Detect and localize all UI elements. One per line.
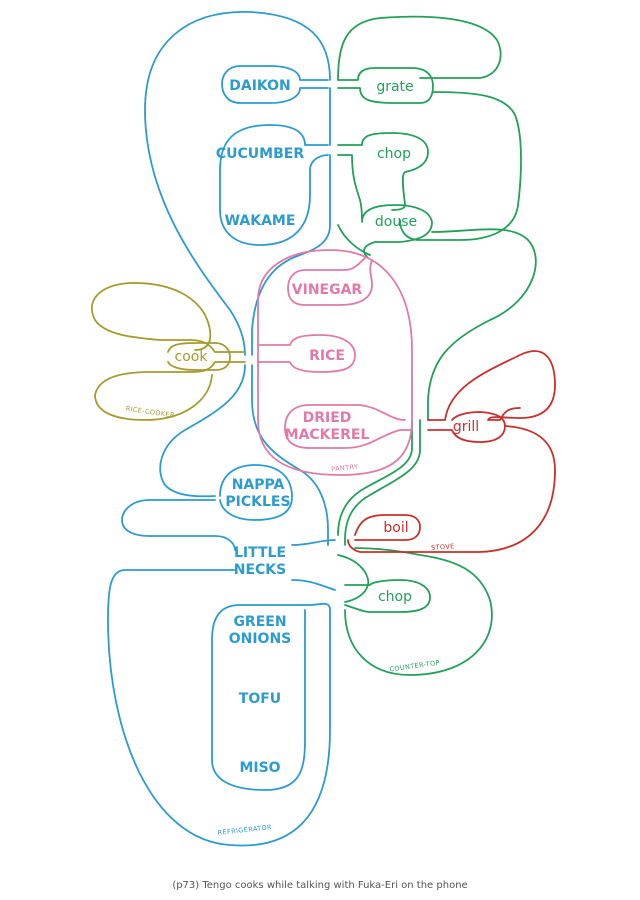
action-cook: cook: [175, 349, 209, 365]
douse-to-pantry: [337, 224, 371, 256]
location-refrigerator: REFRIGERATOR: [217, 823, 272, 837]
grate-loop: [337, 67, 434, 104]
ingredient-green-onions-line1: GREEN: [233, 614, 286, 630]
figure-caption: (p73) Tengo cooks while talking with Fuk…: [172, 880, 468, 891]
grill-loop: [427, 350, 556, 421]
ingredient-rice: RICE: [309, 348, 345, 364]
little-necks-loop: [121, 499, 236, 551]
douse-loop: [361, 204, 433, 259]
ingredient-wakame: WAKAME: [225, 213, 296, 229]
ingredient-little-necks-line1: LITTLE: [234, 545, 286, 561]
rice-cooker-paths: [91, 282, 246, 421]
counter-top-descent-inner: [337, 419, 413, 536]
counter-top-outer-loop: [337, 15, 502, 81]
counter-top-paths: [337, 15, 537, 676]
action-grate: grate: [376, 79, 413, 95]
ingredient-cucumber: CUCUMBER: [216, 146, 304, 162]
ingredient-green-onions-line2: ONIONS: [229, 631, 292, 647]
rice-cooker-loop: [91, 282, 246, 421]
rice-pocket: [257, 334, 356, 373]
douse-right-loop: [427, 228, 537, 421]
chop-top-loop: [337, 132, 429, 211]
vinegar-pocket: [287, 257, 373, 306]
location-pantry: PANTRY: [331, 463, 359, 474]
action-douse: douse: [375, 214, 417, 230]
daikon-loop: [221, 65, 329, 104]
counter-top-descent: [344, 419, 421, 546]
ingredient-little-necks-line2: NECKS: [234, 562, 287, 578]
stove-paths: [347, 350, 556, 553]
ingredient-dried-mackerel-line2: MACKEREL: [285, 427, 370, 443]
ingredient-nappa-pickles-line2: PICKLES: [225, 494, 290, 510]
pantry-boundary: [257, 249, 413, 476]
pantry-paths: [257, 249, 413, 476]
location-counter-top: COUNTER-TOP: [389, 659, 440, 674]
action-chop-bottom: chop: [378, 589, 412, 605]
location-rice-cooker: RICE-COOKER: [125, 405, 175, 420]
ingredient-dried-mackerel-line1: DRIED: [303, 410, 352, 426]
location-stove: STOVE: [431, 542, 455, 552]
cook-pocket: [167, 342, 231, 371]
refrigerator-trunk: [251, 87, 331, 356]
ingredient-vinegar: VINEGAR: [292, 282, 363, 298]
boil-loop: [354, 514, 421, 541]
cucumber-wakame-loop: [219, 124, 329, 246]
refrigerator-pantry-link: [251, 364, 329, 546]
grate-to-chop-link: [399, 91, 522, 241]
ingredient-nappa-pickles-line1: NAPPA: [232, 477, 285, 493]
little-necks-connector: [291, 539, 336, 591]
mackerel-pocket: [284, 404, 413, 449]
refrigerator-paths: [107, 11, 336, 847]
stove-outer-loop: [347, 425, 556, 553]
action-chop-top: chop: [377, 146, 411, 162]
refrigerator-outer-lower-loop: [107, 569, 331, 847]
ingredient-miso: MISO: [239, 760, 280, 776]
action-boil: boil: [383, 520, 408, 536]
nappa-pickles-loop: [219, 464, 293, 521]
refrigerator-outer-upper-loop: [144, 11, 331, 356]
action-grill: grill: [453, 419, 479, 435]
ingredient-daikon: DAIKON: [229, 78, 291, 94]
ingredient-tofu: TOFU: [239, 691, 281, 707]
chop-top-tail: [337, 154, 363, 221]
refrigerator-left-bridge: [159, 364, 246, 498]
chop-bottom-loop: [337, 554, 431, 613]
